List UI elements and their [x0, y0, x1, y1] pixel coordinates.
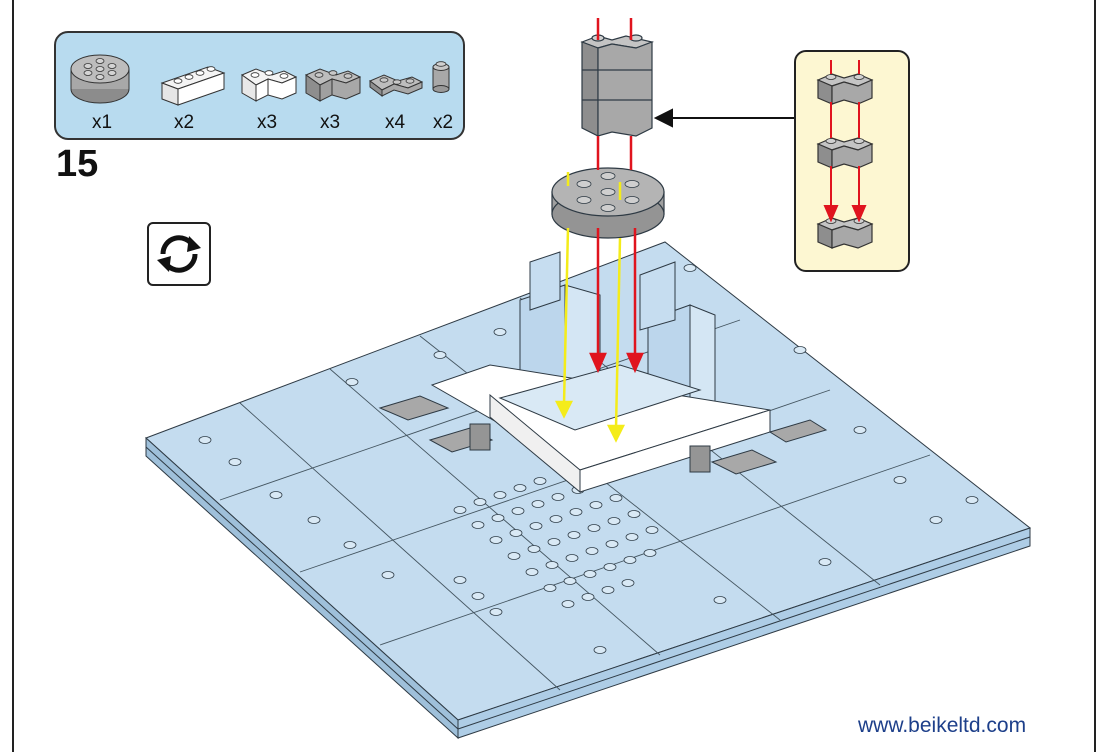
gray-corner-plates	[378, 395, 828, 475]
subassembly-callout	[794, 50, 910, 272]
part-qty-4: x3	[319, 112, 341, 133]
white-corner-brick-icon	[240, 68, 298, 102]
part-qty-1: x1	[91, 112, 113, 133]
gray-corner-brick-icon	[304, 68, 362, 102]
part-qty-6: x2	[432, 112, 454, 133]
part-qty-2: x2	[173, 112, 195, 133]
parts-icons	[70, 54, 450, 106]
white-brick-ring	[430, 364, 771, 494]
yellow-arrows	[554, 172, 626, 443]
red-arrows	[589, 18, 644, 374]
parts-list: x1 x2 x3 x3 x4 x2	[54, 31, 465, 140]
gray-corner-plate-icon	[369, 74, 424, 97]
round-brick-assembly	[551, 167, 665, 239]
gray-round-brick-small-icon	[432, 61, 450, 93]
part-qty-5: x4	[384, 112, 406, 133]
white-brick-1x4-icon	[160, 66, 226, 106]
gray-round-brick-icon	[70, 54, 130, 104]
part-qty-3: x3	[256, 112, 278, 133]
gray-brick-stack	[580, 34, 655, 137]
rotate-icon	[147, 222, 211, 286]
subassembly-arrow	[653, 108, 794, 128]
page-frame	[12, 0, 1096, 752]
step-number: 15	[56, 143, 99, 185]
website-url[interactable]: www.beikeltd.com	[858, 714, 1027, 737]
subassembly-diagram	[816, 60, 874, 249]
